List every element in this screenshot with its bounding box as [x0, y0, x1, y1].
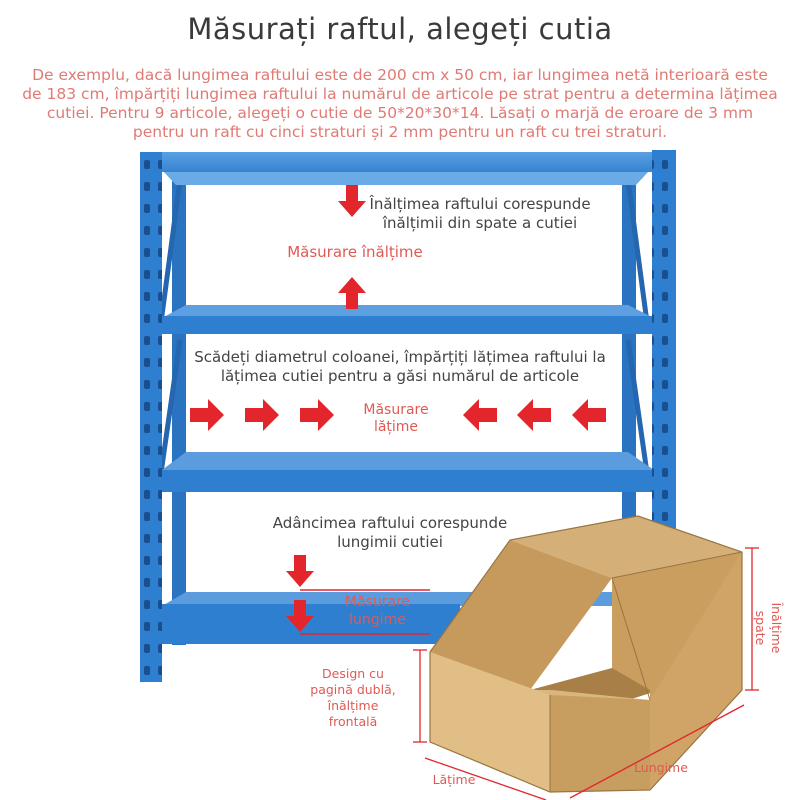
arrow-down-icon	[286, 600, 314, 632]
box-width-label: Lățime	[432, 772, 476, 787]
page-title: Măsurați raftul, alegeți cutia	[187, 12, 613, 46]
height-note: Înălțimea raftului corespunde înălțimii …	[369, 195, 591, 232]
width-note: Scădeți diametrul coloanei, împărțiți lă…	[194, 348, 606, 385]
arrow-left-icon	[463, 399, 497, 431]
intro-text: De exemplu, dacă lungimea raftului este …	[22, 66, 778, 141]
width-arrows	[190, 399, 606, 431]
box-back-height-label: Înălțime spate	[753, 602, 784, 654]
shelf-second	[160, 305, 658, 334]
arrow-down-icon	[286, 555, 314, 587]
arrow-down-icon	[338, 185, 366, 217]
arrow-left-icon	[572, 399, 606, 431]
box-front-label: Design cu pagină dublă, înălțime frontal…	[310, 666, 396, 729]
rack-front-post-right	[652, 150, 676, 530]
rack-front-post-left	[140, 152, 162, 682]
arrow-right-icon	[300, 399, 334, 431]
box-length-label: Lungime	[634, 760, 688, 775]
arrow-right-icon	[190, 399, 224, 431]
arrow-up-icon	[338, 277, 366, 309]
box-dimension-lines	[413, 547, 759, 800]
shelf-top	[162, 152, 674, 185]
depth-measure-label: Măsurare lungime	[344, 594, 411, 628]
width-measure-label: Măsurare lățime	[363, 402, 429, 435]
arrow-left-icon	[517, 399, 551, 431]
shelf-third	[160, 452, 658, 492]
cardboard-box	[429, 515, 743, 793]
arrow-right-icon	[245, 399, 279, 431]
depth-note: Adâncimea raftului corespunde lungimii c…	[272, 514, 508, 551]
height-measure-label: Măsurare înălțime	[287, 243, 423, 261]
